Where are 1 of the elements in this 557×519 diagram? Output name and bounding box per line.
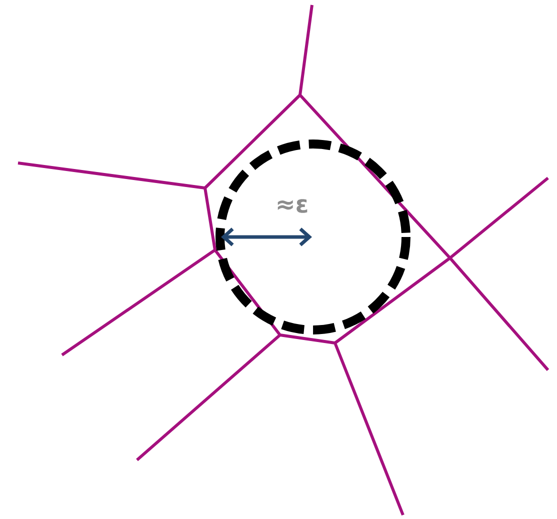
epsilon-label: ≈ε (278, 199, 308, 213)
